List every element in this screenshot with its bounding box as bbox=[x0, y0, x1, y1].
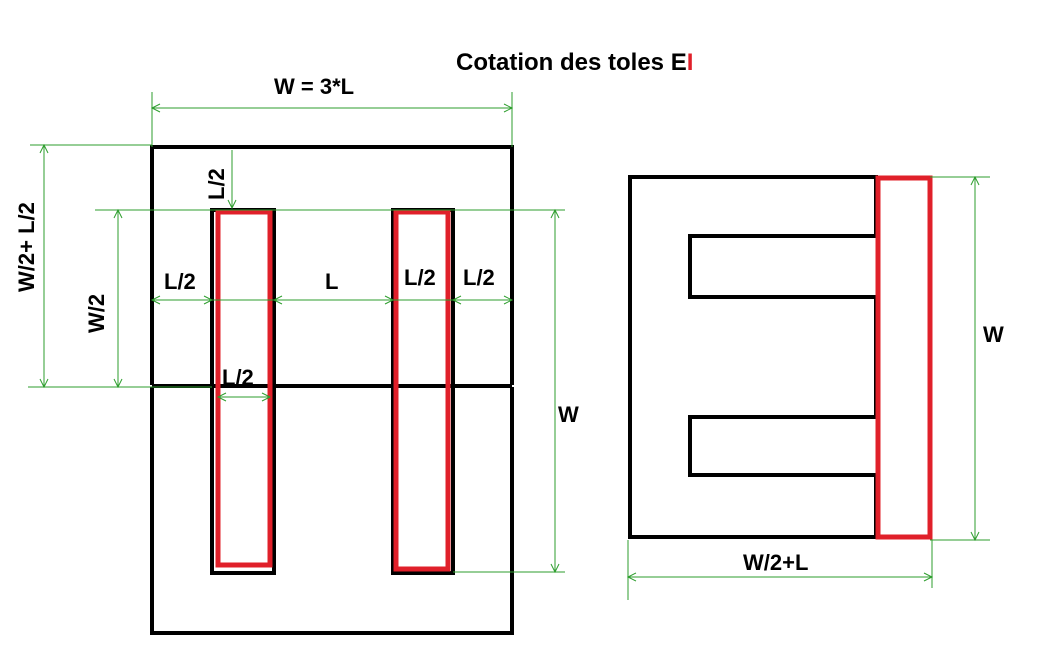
dim-arrow bbox=[113, 378, 123, 389]
label-w-half-plus-l: W/2+L bbox=[743, 550, 808, 575]
left-assembly-view bbox=[150, 145, 514, 635]
label-w-right: W bbox=[983, 322, 1004, 347]
dim-arrow bbox=[384, 295, 395, 305]
dim-arrow bbox=[39, 143, 49, 154]
dim-arrow bbox=[626, 572, 637, 582]
title-accent: I bbox=[687, 49, 694, 76]
title-text: Cotation des toles E bbox=[456, 49, 687, 76]
label-l-center: L bbox=[325, 269, 338, 294]
dim-arrow bbox=[150, 295, 161, 305]
label-half-l-right-leg: L/2 bbox=[404, 265, 436, 290]
dim-arrow bbox=[503, 295, 514, 305]
left-dimension-lines bbox=[28, 92, 565, 574]
right-ei-view bbox=[628, 175, 933, 540]
label-w-half-plus-l-half: W/2+ L/2 bbox=[14, 202, 39, 292]
left-red-slot bbox=[215, 209, 273, 568]
i-lamination-outline bbox=[875, 175, 933, 540]
dim-arrow bbox=[216, 392, 227, 402]
label-w-half: W/2 bbox=[84, 294, 109, 333]
dim-arrow bbox=[503, 103, 514, 113]
diagram-title: Cotation des toles EI bbox=[456, 49, 693, 76]
label-half-l-bottom: L/2 bbox=[222, 365, 254, 390]
label-half-l-left: L/2 bbox=[164, 269, 196, 294]
dim-arrow bbox=[451, 295, 462, 305]
label-half-l-right: L/2 bbox=[463, 265, 495, 290]
dim-arrow bbox=[550, 208, 560, 219]
dim-arrow bbox=[150, 103, 161, 113]
dim-arrow bbox=[272, 295, 283, 305]
lower-e-outline bbox=[150, 387, 514, 635]
e-lamination-outline bbox=[628, 175, 878, 539]
dim-arrow bbox=[923, 572, 934, 582]
right-dimension-lines bbox=[626, 175, 990, 600]
dim-arrow bbox=[113, 208, 123, 219]
upper-e-outline bbox=[150, 145, 514, 385]
left-leg-outline bbox=[210, 208, 276, 575]
dim-arrow bbox=[970, 531, 980, 542]
right-red-slot bbox=[393, 209, 451, 572]
dim-arrow bbox=[203, 295, 214, 305]
label-half-l-top: L/2 bbox=[204, 168, 229, 200]
dim-arrow bbox=[227, 199, 237, 210]
dim-arrow bbox=[970, 175, 980, 186]
label-w-left: W bbox=[558, 402, 579, 427]
dim-arrow bbox=[261, 392, 272, 402]
label-w-eq-3l: W = 3*L bbox=[274, 74, 354, 99]
